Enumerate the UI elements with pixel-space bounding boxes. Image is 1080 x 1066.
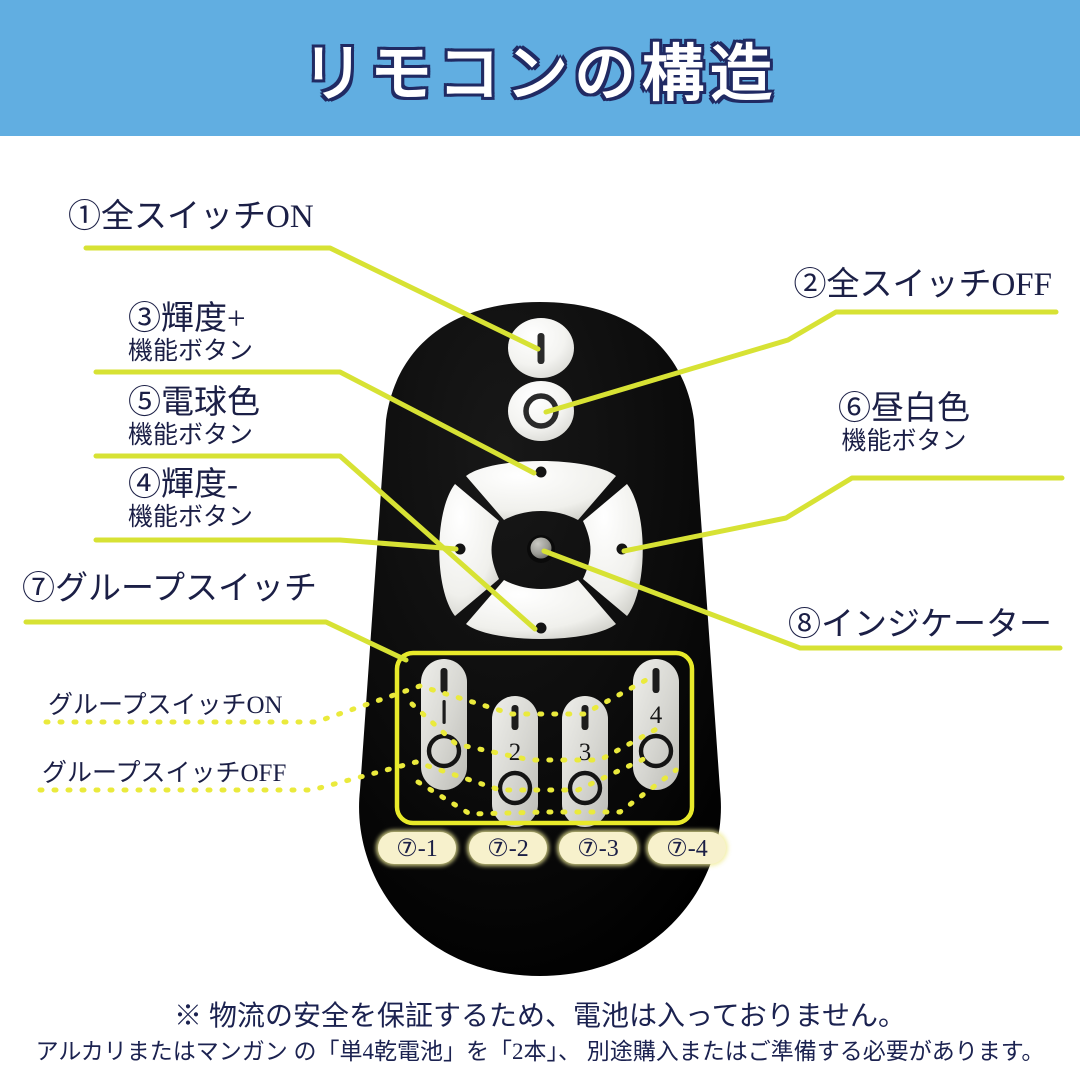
callout-2-all-switch-off: ②全スイッチOFF <box>793 267 1052 304</box>
callout-3-title: ③輝度+ <box>128 301 246 337</box>
callout-1-all-switch-on: ①全スイッチON <box>68 199 314 236</box>
callout-5-title: ⑤電球色 <box>128 385 260 421</box>
callout-1-title: ①全スイッチON <box>68 199 314 235</box>
callout-3-sub: 機能ボタン <box>128 337 254 365</box>
leader-line-5 <box>93 453 538 632</box>
callout-6-sub: 機能ボタン <box>841 427 967 455</box>
callout-2-title: ②全スイッチOFF <box>793 267 1052 303</box>
callout-group-switch-on: グループスイッチON <box>48 692 283 719</box>
group-pill-7-1: ⑦-1 <box>378 832 456 864</box>
svg-text:3: 3 <box>579 739 592 766</box>
remote-body <box>359 302 721 976</box>
callout-6-title: ⑥昼白色 <box>838 391 970 427</box>
group-switch-3[interactable]: 3 <box>562 696 608 827</box>
callout-8-title: ⑧インジケーター <box>788 607 1052 643</box>
callout-7-title: ⑦グループスイッチ <box>22 571 318 607</box>
power-off-button[interactable] <box>508 381 574 441</box>
footer-note-line-2: アルカリまたはマンガン の「単4乾電池」を「2本」、 別途購入またはご準備する必… <box>35 1039 1045 1064</box>
callout-7-group-switch: ⑦グループスイッチ <box>22 571 318 608</box>
dpad-segment-bottom[interactable] <box>466 580 616 639</box>
dpad-ring <box>439 461 643 639</box>
group-switch-boundary-box <box>394 650 695 826</box>
dashed-line-group-on <box>43 677 649 725</box>
footer-note-line-1: ※ 物流の安全を保証するため、電池は入っておりません。 <box>174 1001 906 1032</box>
callout-4-title: ④輝度- <box>128 467 238 503</box>
callout-5-sub: 機能ボタン <box>128 421 254 449</box>
callout-4-brightness-down: ④輝度- 機能ボタン <box>128 467 254 531</box>
leader-line-7 <box>23 619 409 663</box>
group-pill-7-3: ⑦-3 <box>559 832 637 864</box>
group-pill-7-4: ⑦-4 <box>648 832 726 864</box>
dashed-line-group-on-2 <box>409 701 665 763</box>
group-switch-2[interactable]: 2 <box>492 696 538 827</box>
svg-text:4: 4 <box>650 702 663 729</box>
leader-line-3 <box>93 369 537 476</box>
leader-line-4 <box>93 537 459 552</box>
dashed-line-group-off-2 <box>415 767 679 817</box>
dpad-segment-top[interactable] <box>466 461 616 520</box>
page-header-banner: リモコンの構造 <box>0 0 1080 136</box>
group-pill-7-2: ⑦-2 <box>469 832 547 864</box>
dashed-line-group-off <box>37 753 653 793</box>
leader-line-2 <box>543 309 1059 415</box>
callout-4-sub: 機能ボタン <box>128 503 254 531</box>
leader-line-1 <box>83 245 541 352</box>
leader-line-6 <box>621 475 1065 554</box>
callout-group-switch-off: グループスイッチOFF <box>42 760 287 787</box>
callout-3-brightness-up: ③輝度+ 機能ボタン <box>128 301 254 365</box>
callout-6-daylight-white: ⑥昼白色 機能ボタン <box>838 391 970 455</box>
indicator-led <box>527 535 555 563</box>
callout-8-indicator: ⑧インジケーター <box>788 607 1052 644</box>
page-title: リモコンの構造 <box>301 37 778 110</box>
group-switch-4[interactable]: 4 <box>633 659 679 790</box>
callout-5-bulb-color: ⑤電球色 機能ボタン <box>128 385 260 449</box>
power-on-button[interactable] <box>508 318 574 378</box>
leader-line-8 <box>541 548 1063 651</box>
svg-text:2: 2 <box>509 739 522 766</box>
